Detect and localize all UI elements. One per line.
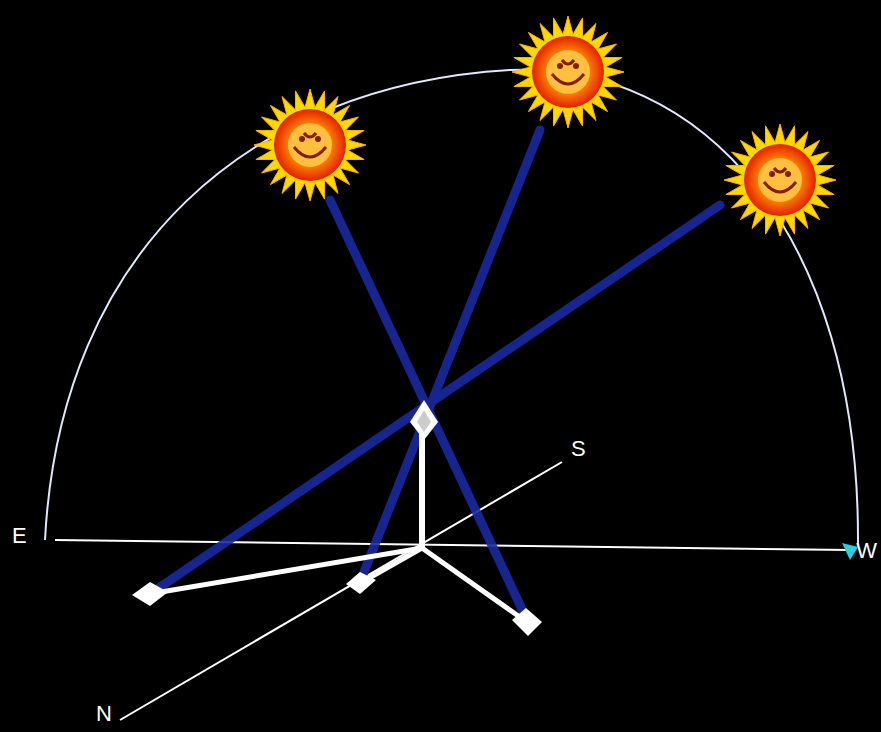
sun — [254, 89, 366, 201]
east-west-line — [55, 540, 850, 550]
gnomon — [419, 430, 425, 548]
shadow-tips — [132, 572, 542, 636]
suns — [254, 16, 836, 236]
shadows — [155, 548, 524, 620]
compass-label: W — [856, 539, 877, 563]
gnomon-tip-shade — [417, 410, 431, 432]
light-rays — [150, 130, 720, 622]
compass-label: S — [571, 437, 586, 461]
compass-label: N — [96, 702, 112, 726]
west-arrow — [842, 543, 858, 560]
sun-path-arc — [45, 70, 858, 545]
north-south-line — [120, 462, 562, 720]
sun — [724, 124, 836, 236]
compass-label: E — [12, 524, 27, 548]
sun — [512, 16, 624, 128]
gnomon-tip — [410, 400, 438, 440]
